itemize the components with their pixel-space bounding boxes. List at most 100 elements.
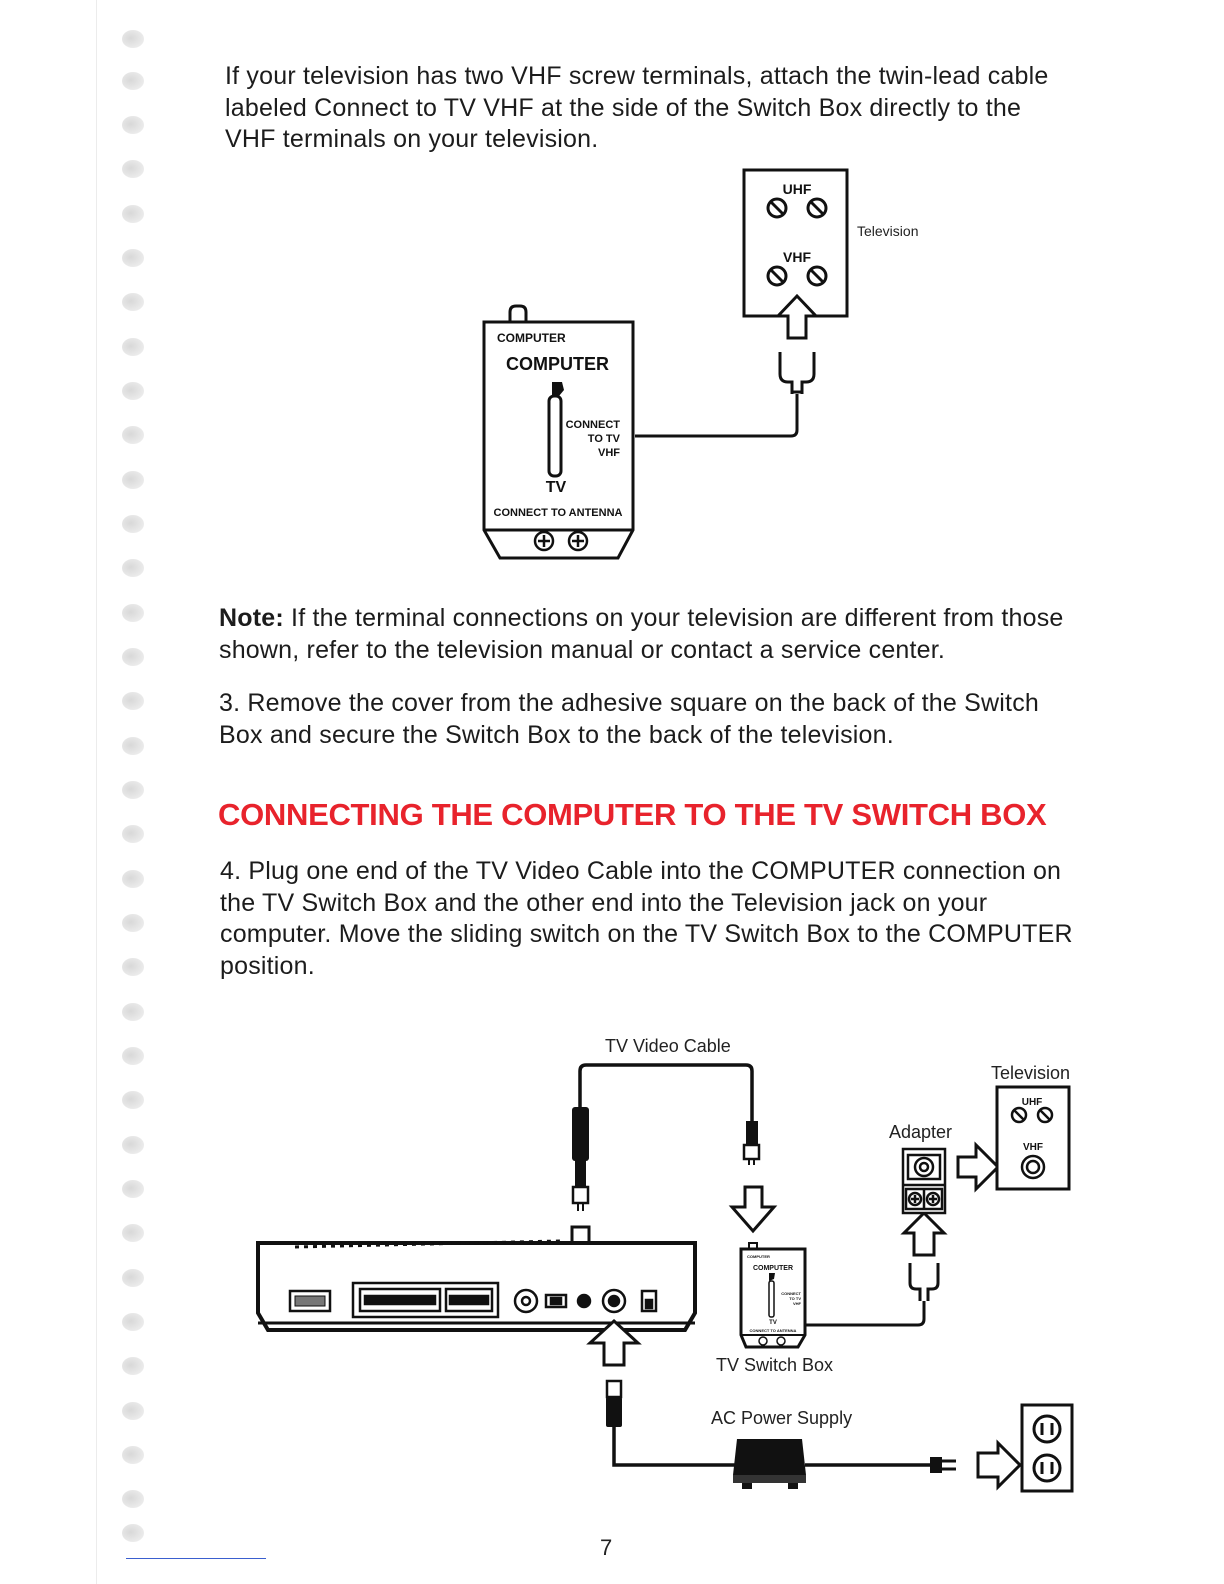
binder-hole: [122, 1357, 144, 1375]
binder-hole: [122, 1313, 144, 1331]
cable-plug-left-icon: [571, 1107, 590, 1211]
down-arrow-icon: [728, 1185, 778, 1234]
cable-plug-right-icon: [742, 1121, 761, 1165]
twin-lead-connector-icon: [908, 1263, 940, 1301]
diagram-switchbox-to-tv: UHF VHF Television COMPUTER COMPUTER: [482, 168, 918, 560]
wall-plug-icon: [930, 1457, 956, 1473]
small-box-connect-2: TO TV: [789, 1296, 801, 1301]
ac-power-supply-label: AC Power Supply: [711, 1408, 853, 1428]
vhf-label-2: VHF: [1023, 1142, 1043, 1153]
binder-hole: [122, 1136, 144, 1154]
connect-label-2: TO TV: [588, 433, 621, 445]
twin-lead-cable-2: [805, 1301, 926, 1327]
section-heading: CONNECTING THE COMPUTER TO THE TV SWITCH…: [218, 797, 1047, 832]
binder-hole: [122, 1269, 144, 1287]
binder-hole: [122, 648, 144, 666]
connect-label-1: CONNECT: [566, 419, 621, 431]
right-arrow-icon: [956, 1141, 1001, 1193]
small-box-top-label: COMPUTER: [747, 1254, 770, 1259]
uhf-terminals-2: [1010, 1106, 1054, 1124]
binder-hole: [122, 116, 144, 134]
binder-hole: [122, 1091, 144, 1109]
binder-hole: [122, 515, 144, 533]
tv-video-cable: [578, 1063, 754, 1155]
binder-hole: [122, 1003, 144, 1021]
binder-hole: [122, 1446, 144, 1464]
note-label: Note:: [219, 604, 284, 632]
connect-label-3: VHF: [598, 447, 620, 459]
box-tv-label: TV: [546, 479, 567, 496]
switch-box-label: TV Switch Box: [716, 1355, 834, 1375]
small-box-computer-label: COMPUTER: [753, 1265, 793, 1272]
vhf-coax-jack-icon: [1020, 1154, 1046, 1180]
uhf-label-2: UHF: [1022, 1097, 1043, 1108]
binder-hole: [122, 471, 144, 489]
binder-hole: [122, 692, 144, 710]
vhf-label: VHF: [783, 249, 811, 265]
page-number: 7: [600, 1535, 613, 1560]
twin-lead-connector-icon: [778, 352, 816, 394]
small-box-connect-3: VHF: [793, 1301, 802, 1306]
footer-rule: [126, 1558, 266, 1559]
box-top-label: COMPUTER: [497, 331, 566, 345]
binder-hole: [122, 426, 144, 444]
power-cord: [612, 1427, 935, 1467]
note-text: If the terminal connections on your tele…: [219, 604, 1064, 664]
box-antenna-label: CONNECT TO ANTENNA: [494, 507, 623, 519]
small-box-antenna-label: CONNECT TO ANTENNA: [750, 1328, 797, 1333]
power-plug-icon: [605, 1379, 623, 1427]
step3-paragraph: 3. Remove the cover from the adhesive sq…: [219, 689, 1039, 749]
television-label: Television: [857, 223, 918, 239]
binder-holes: [0, 0, 144, 1584]
right-arrow-icon: [976, 1439, 1023, 1491]
binder-hole: [122, 160, 144, 178]
small-box-connect-1: CONNECT: [781, 1291, 801, 1296]
binder-hole: [122, 382, 144, 400]
antenna-screw-terminals: [533, 530, 589, 552]
binder-hole: [122, 781, 144, 799]
wall-outlet-icon: [1020, 1403, 1074, 1493]
binder-hole: [122, 1402, 144, 1420]
uhf-terminals: [766, 197, 828, 219]
binding-edge: [96, 0, 97, 1584]
binder-hole: [122, 338, 144, 356]
box-computer-label: COMPUTER: [506, 354, 609, 374]
binder-hole: [122, 30, 144, 48]
binder-hole: [122, 1224, 144, 1242]
binder-hole: [122, 205, 144, 223]
ac-adapter-icon: [733, 1439, 806, 1489]
binder-hole: [122, 604, 144, 622]
binder-hole: [122, 825, 144, 843]
binder-hole: [122, 737, 144, 755]
binder-hole: [122, 72, 144, 90]
binder-hole: [122, 293, 144, 311]
tv-video-cable-label: TV Video Cable: [605, 1036, 731, 1056]
binder-hole: [122, 1490, 144, 1508]
binder-hole: [122, 559, 144, 577]
up-arrow-icon: [586, 1318, 642, 1367]
note-paragraph: Note: If the terminal connections on you…: [219, 603, 1079, 666]
television-label-2: Television: [991, 1063, 1071, 1083]
uhf-label: UHF: [783, 181, 812, 197]
binder-hole: [122, 870, 144, 888]
binder-hole: [122, 1047, 144, 1065]
twin-lead-cable: [635, 394, 799, 438]
diagram-full-hookup: COMPUTER COMPUTER CONNECT TO TV VHF TV C…: [256, 1063, 1074, 1493]
binder-hole: [122, 249, 144, 267]
intro-paragraph: If your television has two VHF screw ter…: [225, 62, 1049, 153]
up-arrow-icon: [900, 1210, 948, 1257]
small-box-tv-label: TV: [769, 1320, 777, 1326]
binder-hole: [122, 1180, 144, 1198]
step4-paragraph: 4. Plug one end of the TV Video Cable in…: [220, 857, 1073, 980]
up-arrow-icon: [774, 293, 820, 340]
switch-box-small: [739, 1242, 807, 1349]
binder-hole: [122, 958, 144, 976]
vhf-terminals: [766, 265, 828, 287]
binder-hole: [122, 1524, 144, 1542]
port-icons: [288, 1281, 658, 1319]
binder-hole: [122, 914, 144, 932]
adapter-label: Adapter: [889, 1122, 953, 1142]
slide-switch-icon: [547, 382, 564, 478]
adapter-icon: [901, 1147, 947, 1215]
